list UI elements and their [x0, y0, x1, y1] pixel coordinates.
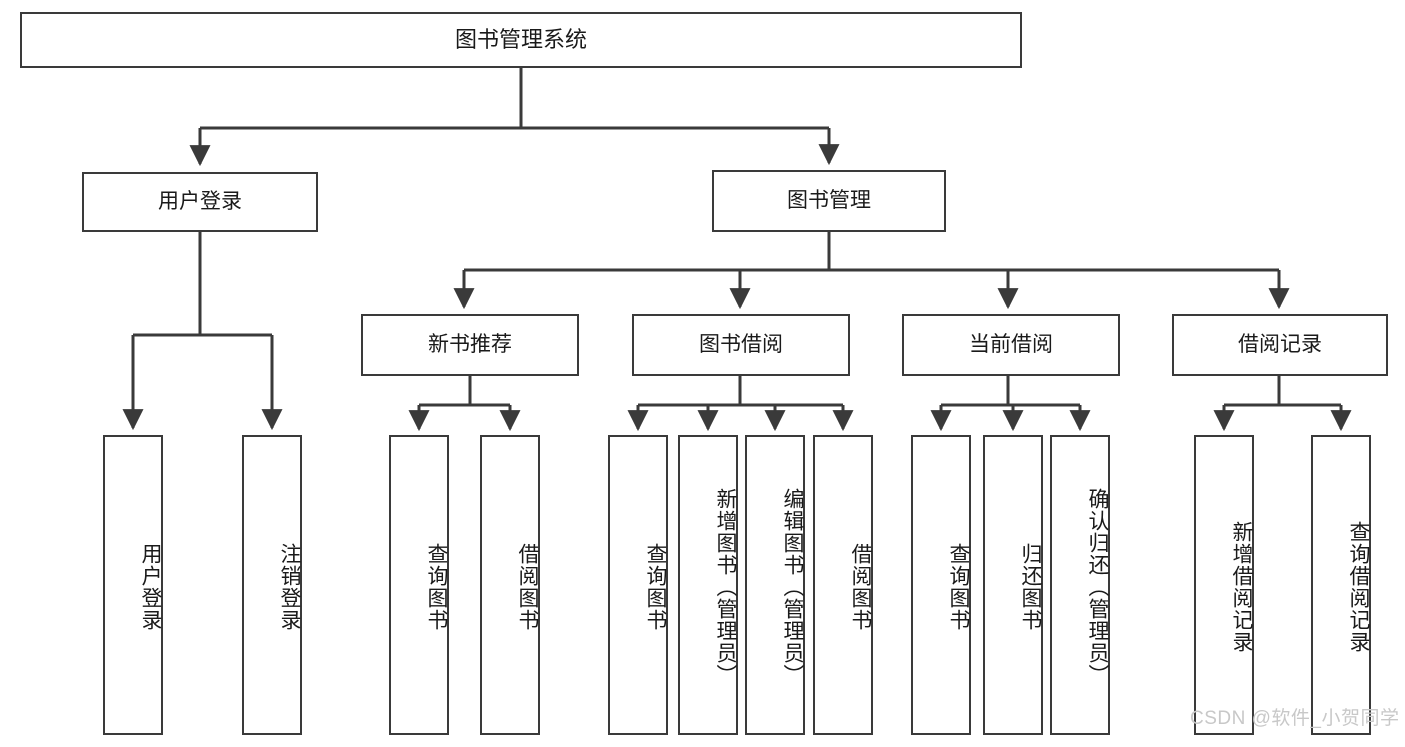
node-label: 确认归还（管理员）: [1086, 488, 1109, 686]
node-leaf-borrow-book-2[interactable]: 借阅图书: [813, 435, 873, 735]
node-label: 借阅图书: [849, 543, 872, 631]
node-label: 查询图书: [644, 543, 667, 631]
node-book-manage[interactable]: 图书管理: [712, 170, 946, 232]
node-leaf-return-book[interactable]: 归还图书: [983, 435, 1043, 735]
node-label: 查询图书: [947, 543, 970, 631]
node-label: 注销登录: [278, 543, 301, 631]
node-new-book-recommend[interactable]: 新书推荐: [361, 314, 579, 376]
node-leaf-query-book-3[interactable]: 查询图书: [911, 435, 971, 735]
node-borrow-record[interactable]: 借阅记录: [1172, 314, 1388, 376]
node-label: 用户登录: [139, 543, 162, 631]
node-label: 借阅图书: [516, 543, 539, 631]
node-book-borrow[interactable]: 图书借阅: [632, 314, 850, 376]
node-leaf-query-book-1[interactable]: 查询图书: [389, 435, 449, 735]
node-label: 当前借阅: [969, 332, 1053, 356]
node-leaf-user-logout[interactable]: 注销登录: [242, 435, 302, 735]
node-label: 归还图书: [1019, 543, 1042, 631]
node-user-login[interactable]: 用户登录: [82, 172, 318, 232]
node-label: 查询图书: [425, 543, 448, 631]
node-label: 图书管理系统: [454, 27, 587, 53]
node-leaf-query-record[interactable]: 查询借阅记录: [1311, 435, 1371, 735]
node-leaf-user-login[interactable]: 用户登录: [103, 435, 163, 735]
node-label: 编辑图书（管理员）: [781, 488, 804, 686]
node-root-system[interactable]: 图书管理系统: [20, 12, 1022, 68]
node-label: 查询借阅记录: [1347, 521, 1370, 653]
node-label: 新增借阅记录: [1230, 521, 1253, 653]
node-leaf-query-book-2[interactable]: 查询图书: [608, 435, 668, 735]
node-label: 借阅记录: [1238, 332, 1322, 356]
node-current-borrow[interactable]: 当前借阅: [902, 314, 1120, 376]
node-label: 新书推荐: [428, 332, 512, 356]
node-label: 图书借阅: [699, 332, 783, 356]
node-label: 新增图书（管理员）: [714, 488, 737, 686]
node-leaf-add-book[interactable]: 新增图书（管理员）: [678, 435, 738, 735]
node-leaf-confirm-return[interactable]: 确认归还（管理员）: [1050, 435, 1110, 735]
node-leaf-add-record[interactable]: 新增借阅记录: [1194, 435, 1254, 735]
node-leaf-borrow-book-1[interactable]: 借阅图书: [480, 435, 540, 735]
node-leaf-edit-book[interactable]: 编辑图书（管理员）: [745, 435, 805, 735]
node-label: 用户登录: [158, 189, 242, 213]
node-label: 图书管理: [787, 188, 871, 212]
watermark-text: CSDN @软件_小贺同学: [1190, 708, 1400, 729]
